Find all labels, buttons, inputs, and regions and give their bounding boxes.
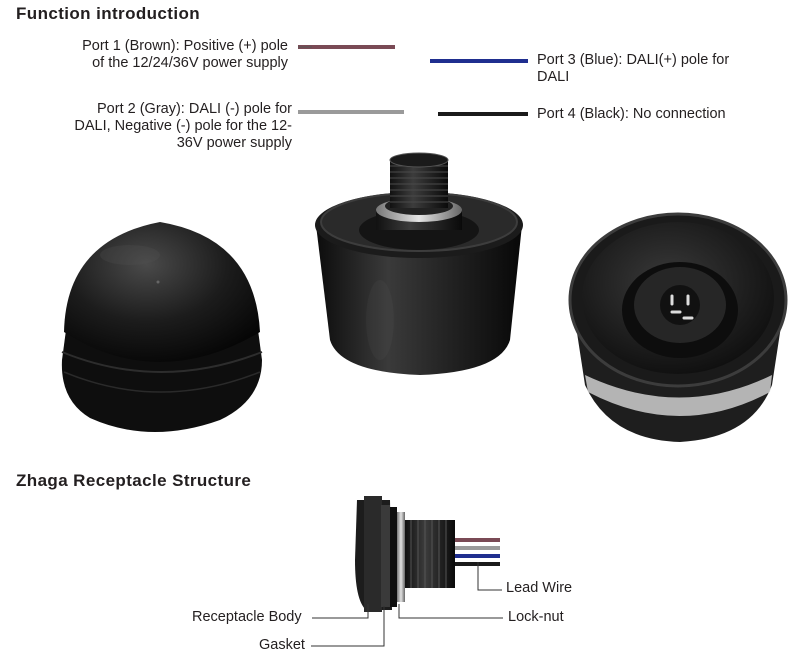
receptacle-body-label: Receptacle Body (192, 609, 302, 625)
dome-cap-icon (61, 222, 263, 433)
port3-label: Port 3 (Blue): DALI(+) pole for DALI (537, 52, 797, 86)
port1-line1: Port 1 (Brown): Positive (+) pole (82, 38, 288, 54)
port2-label: Port 2 (Gray): DALI (-) pole for DALI, N… (2, 101, 292, 152)
port3-line1: Port 3 (Blue): DALI(+) pole for (537, 52, 730, 68)
port2-line1: Port 2 (Gray): DALI (-) pole for (97, 101, 292, 117)
port2-line2: DALI, Negative (-) pole for the 12- (74, 118, 292, 134)
port1-label: Port 1 (Brown): Positive (+) pole of the… (0, 38, 288, 72)
port4-line1: Port 4 (Black): No connection (537, 106, 726, 122)
port3-line2: DALI (537, 69, 570, 85)
port4-label: Port 4 (Black): No connection (537, 106, 797, 123)
zhaga-receptacle-icon (355, 496, 500, 612)
port2-line3: 36V power supply (176, 135, 292, 151)
function-heading: Function introduction (16, 4, 201, 23)
port1-line2: of the 12/24/36V power supply (92, 55, 288, 71)
base-view-icon (568, 212, 788, 442)
leader-lines (311, 562, 503, 647)
gasket-label: Gasket (259, 637, 305, 653)
lead-wire-label: Lead Wire (506, 580, 573, 596)
receptacle-unit-icon (315, 152, 523, 375)
structure-heading: Zhaga Receptacle Structure (16, 471, 252, 490)
lock-nut-label: Lock-nut (508, 609, 564, 625)
